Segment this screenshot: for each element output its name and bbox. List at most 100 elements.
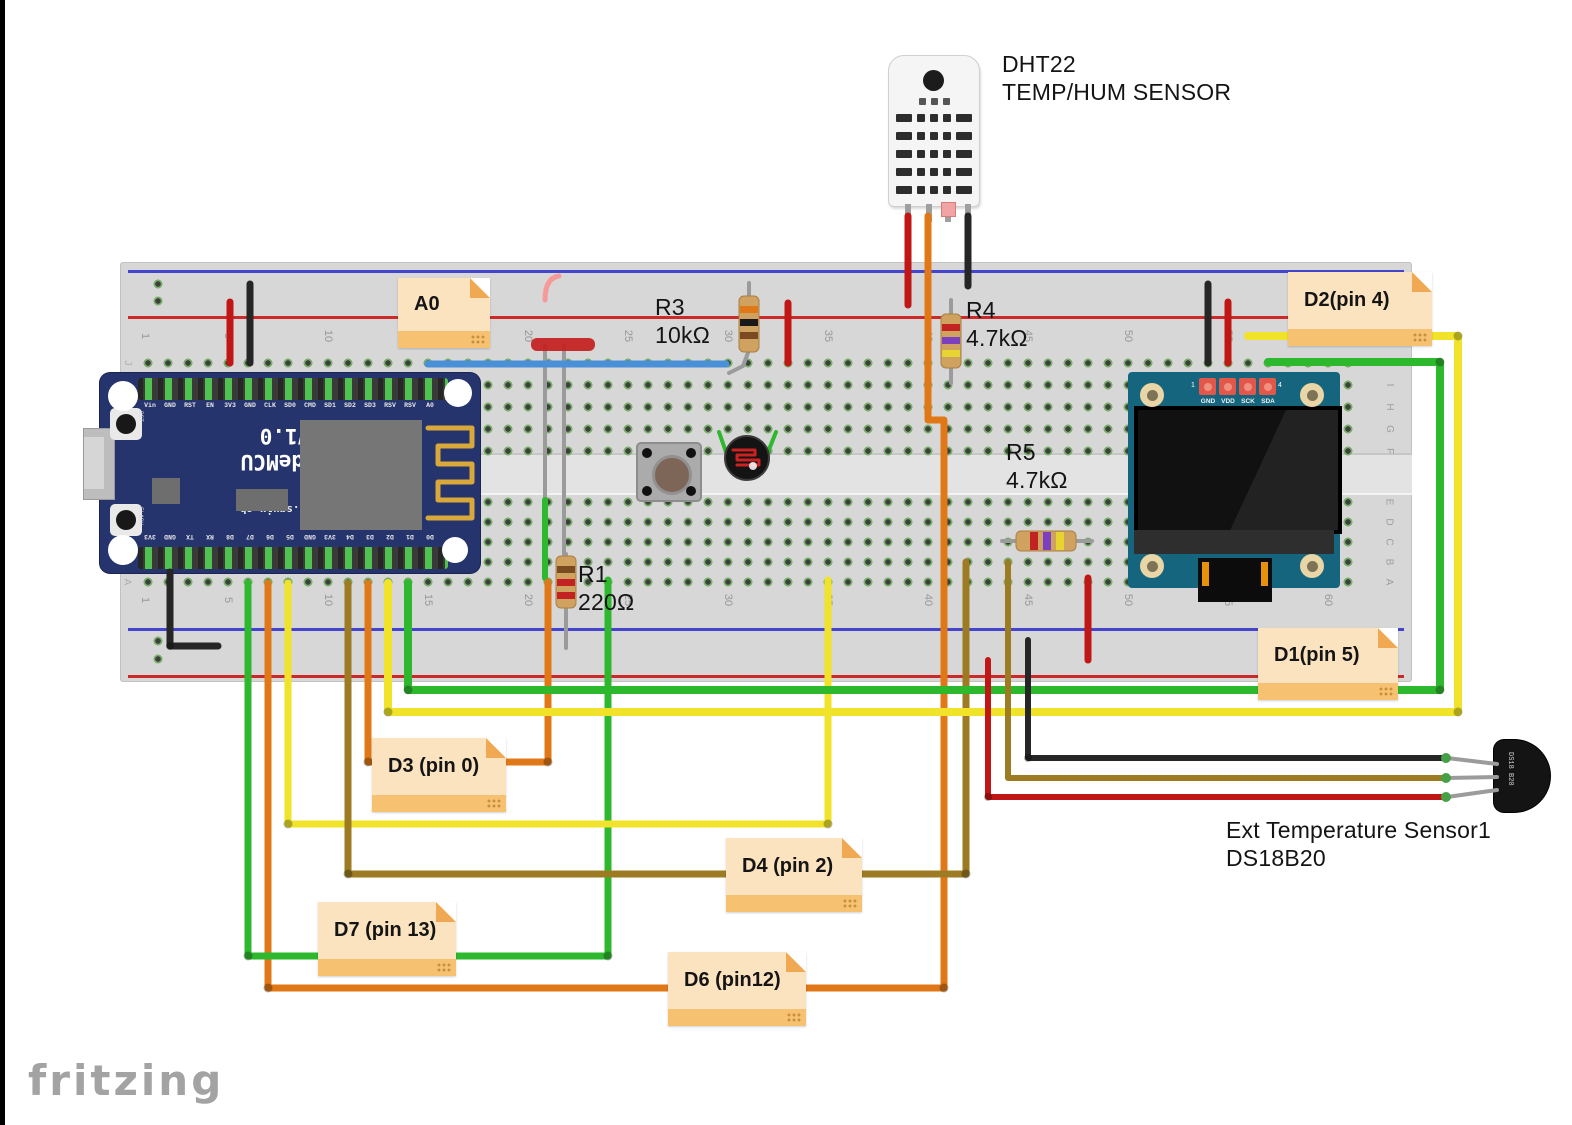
oled-flex-connector (1198, 558, 1272, 602)
top-pin-header (138, 378, 448, 400)
note-label: D4 (pin 2) (742, 855, 834, 877)
note-strip (668, 1009, 806, 1026)
note-fold-icon (486, 738, 506, 758)
note-grip-icon (1413, 333, 1427, 342)
resistor-r4 (940, 298, 962, 385)
mounting-hole (108, 535, 138, 565)
wire-dht-data-d6 (264, 212, 948, 992)
note-label: D7 (pin 13) (334, 919, 437, 941)
resistor-r1 (555, 552, 577, 650)
wire-ds-red (985, 657, 1448, 800)
mounting-hole (444, 379, 472, 407)
note-fold-icon (1412, 272, 1432, 292)
oled-band (1134, 530, 1334, 554)
note-strip (372, 795, 506, 812)
top-positive-rail (128, 316, 1404, 319)
note-fold-icon (436, 902, 456, 922)
oled-screw-hole (1300, 554, 1324, 578)
note-grip-icon (437, 963, 451, 972)
dht22-sensor (888, 55, 980, 222)
label-note-d4: D4 (pin 2) (726, 838, 862, 912)
label-note-d6: D6 (pin12) (668, 952, 806, 1026)
bottom-pin-header (138, 547, 448, 569)
note-label: D6 (pin12) (684, 969, 781, 991)
resistor-r5 (1000, 530, 1094, 552)
oled-screw-hole (1140, 383, 1164, 407)
bottom-negative-rail (128, 628, 1404, 631)
scan-edge-bar (0, 0, 5, 1125)
wire-d5-yellow (284, 576, 832, 828)
note-grip-icon (471, 335, 485, 344)
oled-pin-index-last: 4 (1278, 382, 1282, 389)
dht22-vents (896, 150, 972, 158)
note-fold-icon (786, 952, 806, 972)
dht22-vents (896, 132, 972, 140)
oled-pin-vdd (1219, 378, 1236, 395)
rst-button (110, 408, 142, 440)
hole-row (148, 631, 1348, 651)
oled-screen (1134, 406, 1342, 534)
top-negative-rail (128, 270, 1404, 273)
esp8266-chip (300, 420, 422, 530)
oled-screw-hole (1140, 554, 1164, 578)
note-strip (1288, 329, 1432, 346)
usb-connector (83, 428, 115, 500)
small-chip (236, 489, 288, 511)
note-strip (318, 959, 456, 976)
ldr-photoresistor (717, 430, 778, 481)
flash-button (110, 504, 142, 536)
wifi-antenna (425, 425, 475, 521)
oled-screw-hole (1300, 383, 1324, 407)
note-fold-icon (470, 278, 490, 298)
mounting-hole (108, 381, 138, 411)
wire-ds-black (1025, 637, 1448, 761)
oled-pin-sda (1259, 378, 1276, 395)
push-button-cap (652, 455, 692, 495)
note-label: D2(pin 4) (1304, 289, 1390, 311)
dht22-vents (896, 98, 972, 106)
note-fold-icon (842, 838, 862, 858)
led-red (531, 273, 595, 351)
push-button (636, 442, 702, 502)
dht22-vents (896, 168, 972, 176)
oled-pin-index-first: 1 (1191, 382, 1195, 389)
wire-d3-orange (364, 578, 552, 766)
note-label: D1(pin 5) (1274, 644, 1360, 666)
wire-d1-green-loop (404, 358, 1444, 694)
fritzing-logo: fritzing (28, 1056, 225, 1105)
note-grip-icon (487, 799, 501, 808)
note-strip (726, 895, 862, 912)
label-note-d1: D1(pin 5) (1258, 628, 1398, 700)
wire-bend-dots (166, 331, 1463, 993)
hole-row (148, 649, 1348, 669)
note-strip (398, 331, 490, 348)
note-strip (1258, 683, 1398, 700)
note-grip-icon (843, 899, 857, 908)
note-grip-icon (787, 1013, 801, 1022)
label-note-d7: D7 (pin 13) (318, 902, 456, 976)
led-legs (542, 343, 566, 581)
ds18b20-sensor: DS18 B20 (1494, 740, 1550, 812)
wire-ds-brown (1005, 559, 1448, 781)
bottom-positive-rail (128, 675, 1404, 678)
dht22-vents (896, 114, 972, 122)
resistor-r3 (727, 281, 760, 375)
ds18b20-legs (1441, 753, 1499, 802)
oled-pin-gnd (1199, 378, 1216, 395)
wire-d4-brown (344, 558, 970, 878)
note-label: D3 (pin 0) (388, 755, 480, 777)
dht22-hole (923, 70, 944, 91)
wire-gnd-bottom-left (166, 568, 222, 650)
